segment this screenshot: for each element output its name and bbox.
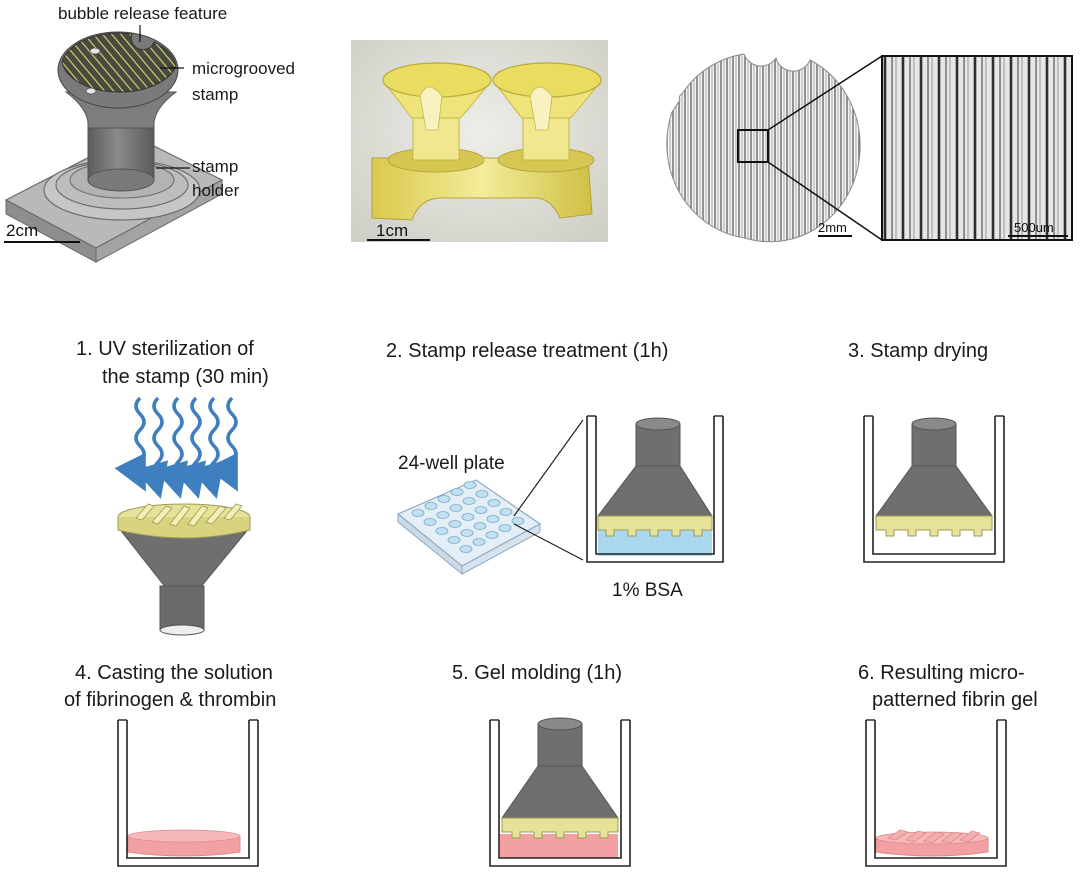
step-4-well-with-solution bbox=[117, 719, 259, 867]
scale-label-2cm: 2cm bbox=[6, 221, 38, 240]
scale-label-500um: 500um bbox=[1014, 220, 1054, 235]
step-4-title-line1: 4. Casting the solution bbox=[75, 662, 273, 684]
step-1-stamp-inverted bbox=[117, 503, 251, 636]
label-bubble-release: bubble release feature bbox=[58, 4, 227, 23]
label-microgrooved: microgrooved bbox=[192, 59, 295, 78]
step-1-title-line1: 1. UV sterilization of bbox=[76, 338, 254, 360]
well-plate-label: 24-well plate bbox=[398, 453, 505, 474]
holder-photo bbox=[351, 40, 608, 242]
step-2-well-with-stamp bbox=[586, 415, 724, 563]
uv-light-arrows-icon bbox=[114, 396, 238, 499]
step-6-patterned-gel bbox=[865, 719, 1007, 867]
step-2-title: 2. Stamp release treatment (1h) bbox=[386, 340, 668, 362]
scale-bar-1cm: 1cm bbox=[367, 221, 430, 241]
step-4-title-line2: of fibrinogen & thrombin bbox=[64, 689, 276, 711]
step-5-well-with-stamp bbox=[489, 717, 631, 867]
well-plate-icon bbox=[396, 419, 584, 576]
label-stamp: stamp bbox=[192, 85, 238, 104]
step-1-title-line2: the stamp (30 min) bbox=[102, 366, 269, 388]
label-stamp-holder-2: holder bbox=[192, 181, 240, 200]
step-6-title-line1: 6. Resulting micro- bbox=[858, 662, 1025, 684]
bsa-label: 1% BSA bbox=[612, 580, 683, 601]
scale-label-1cm: 1cm bbox=[376, 221, 408, 240]
scale-bar-2mm: 2mm bbox=[818, 220, 852, 237]
stamp-cad-render bbox=[4, 25, 224, 263]
scale-bar-500um: 500um bbox=[1008, 220, 1068, 237]
scale-label-2mm: 2mm bbox=[818, 220, 847, 235]
stamp-micrograph bbox=[666, 53, 1073, 243]
scale-bar-2cm: 2cm bbox=[4, 221, 80, 243]
label-stamp-holder-1: stamp bbox=[192, 157, 238, 176]
step-3-title: 3. Stamp drying bbox=[848, 340, 988, 362]
step-6-title-line2: patterned fibrin gel bbox=[872, 689, 1038, 711]
step-5-title: 5. Gel molding (1h) bbox=[452, 662, 622, 684]
step-3-well-with-stamp bbox=[863, 415, 1005, 563]
